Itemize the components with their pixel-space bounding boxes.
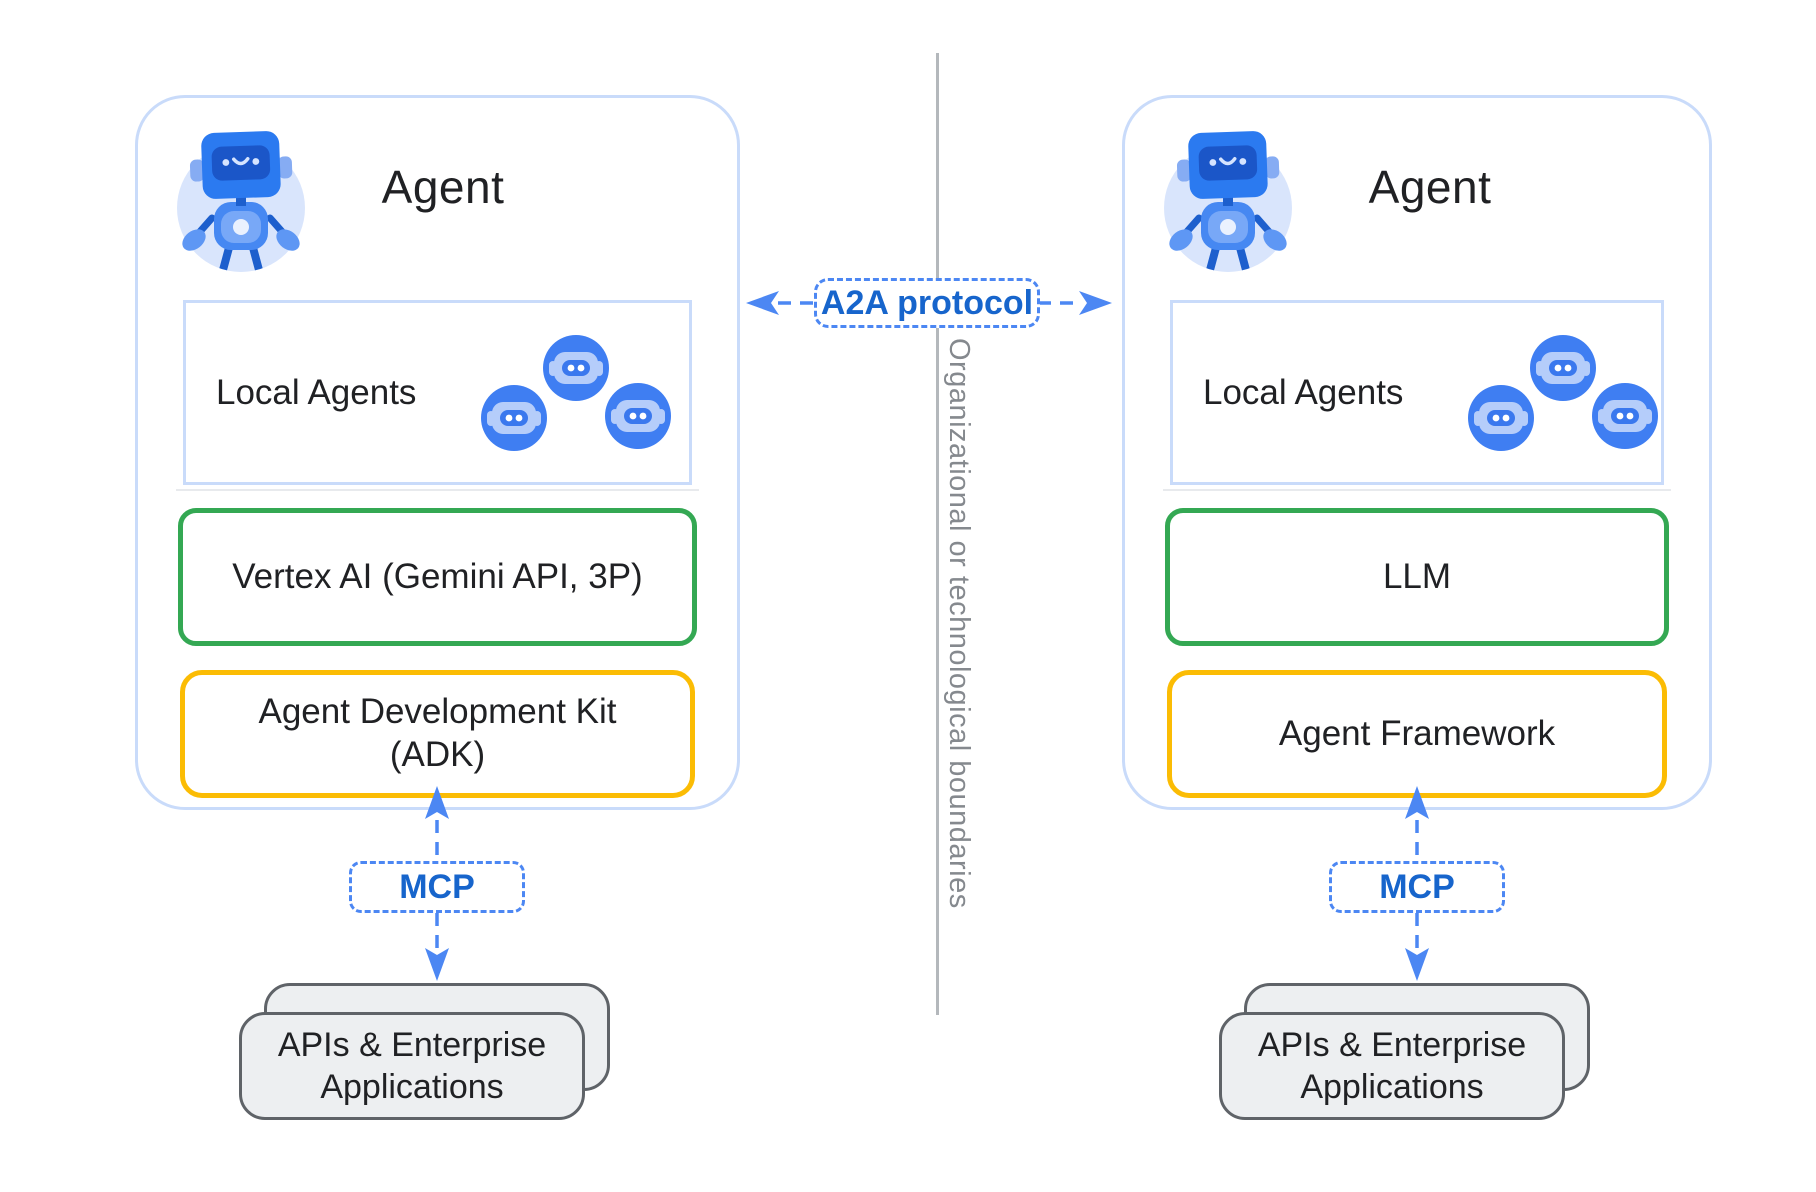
left-framework-box: Agent Development Kit (ADK) [180,670,695,798]
left-agent-title: Agent [381,161,505,213]
local-agent-icon [1530,335,1596,401]
right-model-box: LLM [1165,508,1669,646]
a2a-protocol-pill: A2A protocol [814,278,1040,328]
left-mcp-arrow-down [425,913,449,981]
a2a-arrow-left [746,291,816,315]
right-framework-box: Agent Framework [1167,670,1667,798]
local-agent-icon [605,383,671,449]
local-agent-icons [1173,303,1661,482]
local-agent-icon [543,335,609,401]
card-section-divider [1163,489,1671,491]
right-agent-title: Agent [1368,161,1492,213]
right-mcp-arrow-down [1405,913,1429,981]
right-local-agents-panel: Local Agents [1170,300,1664,485]
agent-robot-avatar-icon [1164,131,1292,272]
left-local-agents-panel: Local Agents [183,300,692,485]
local-agents-label: Local Agents [216,372,417,412]
card-section-divider [176,489,699,491]
local-agent-icon [481,385,547,451]
right-agent-card: Agent Local Agents [1122,95,1712,810]
a2a-arrow-right [1038,291,1112,315]
right-apps-card: APIs & Enterprise Applications [1219,1012,1565,1120]
local-agent-icons [186,303,689,482]
local-agents-label: Local Agents [1203,372,1404,412]
agent-robot-avatar-icon [177,131,305,272]
left-apps-card: APIs & Enterprise Applications [239,1012,585,1120]
boundary-divider-line [936,53,939,1015]
left-model-box: Vertex AI (Gemini API, 3P) [178,508,697,646]
left-agent-card: Agent Local Agents [135,95,740,810]
local-agent-icon [1468,385,1534,451]
local-agent-icon [1592,383,1658,449]
right-mcp-pill: MCP [1329,861,1505,913]
left-mcp-pill: MCP [349,861,525,913]
boundary-label: Organizational or technological boundari… [943,338,975,909]
